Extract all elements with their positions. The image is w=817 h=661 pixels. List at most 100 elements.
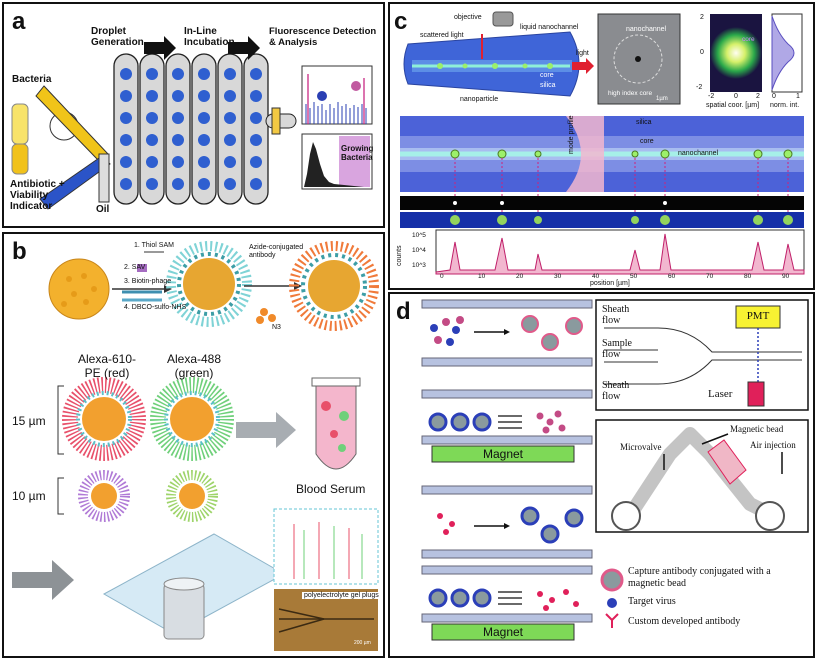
micrograph-inset [274,589,378,651]
nanoparticles-3d [437,63,553,69]
step3-bottom-plate [421,549,593,559]
high-index-core-label: high index core [608,90,653,97]
legend-antibody-label: Custom developed antibody [628,616,741,627]
int-tick-0: 0 [772,93,776,100]
step-droplet-generation: Droplet Generation [91,26,144,48]
panel-d-diagram [421,299,809,641]
trace-x-tick-0: 0 [440,273,444,280]
inset-bottom-histogram [304,142,364,187]
heatmap-spots [450,215,793,225]
detection-channel [265,113,297,129]
inset-top-droplet [317,91,327,101]
panel-label-d: d [396,298,411,325]
step1-complexes [521,315,583,351]
trace-x-tick-70: 70 [706,273,714,280]
label-antibiotic: Antibiotic + Viability Indicator [10,179,65,212]
antibody-bead [289,241,379,331]
mode-spot [710,27,762,79]
right-chamber [755,501,785,531]
arrow-1 [144,36,176,60]
growing-bacteria-region [339,136,370,187]
panel-c-diagram [400,11,805,275]
step4-captured [428,588,492,608]
antibody-icon [256,308,276,324]
label-bacteria: Bacteria [12,74,52,85]
dye-red-label: Alexa-610-PE (red) [77,352,137,380]
trace-y-1e3: 10^3 [412,262,426,269]
scattered-light-label: scattered light [420,32,464,39]
magnetic-bead-pointer [701,433,729,445]
laser-label: Laser [708,388,733,400]
droplets [120,68,262,190]
counts-label: counts [396,245,403,266]
panel-a-diagram [11,36,373,210]
trace-y-1e4: 10^4 [412,247,426,254]
inset-top-bars [305,102,367,124]
step-thiol: 1. Thiol SAM [134,242,174,249]
legend-virus-label: Target virus [628,596,676,607]
step1-bottom-plate [421,357,593,367]
counts-trace [435,233,805,275]
silica-label-3d: silica [540,82,556,89]
flow-label-sheath-top: Sheath flow [602,304,630,326]
size-15-label: 15 µm [12,414,46,428]
legend-capture-icon [600,568,624,592]
mode-x-tick-left: -2 [708,93,715,100]
device-base-top [163,577,205,591]
pmt-label: PMT [746,310,770,322]
legend-antibody-icon [605,613,619,628]
trace-x-tick-20: 20 [516,273,524,280]
micrograph-channels [278,608,374,633]
arrow-2 [228,36,260,60]
magnet-label-1: Magnet [482,447,524,461]
step2-bottom-plate [421,435,593,445]
flow-label-sample: Sample flow [602,338,632,360]
trace-y-1e5: 10^5 [412,232,426,239]
trace-x-ticks: 0 10 20 30 40 50 60 70 80 90 [436,273,804,281]
step-sav: 2. SAV [124,264,146,271]
panel-b: b [2,232,385,658]
core-label-3d: core [540,72,554,79]
arrow-to-device [12,560,74,600]
camera-strip [400,196,804,210]
mode-x-tick-mid: 0 [734,93,738,100]
heatmap-strip [400,212,804,228]
objective-label: objective [454,14,482,21]
step-arrow-1-head [164,285,172,293]
panel-d: d [388,292,815,658]
mode-y-tick-bot: -2 [696,84,703,91]
legend-capture-label: Capture antibody conjugated with a magne… [628,566,771,589]
panel-label-b: b [12,238,27,265]
mode-y-tick-top: 2 [700,14,704,21]
step4-bottom-plate [421,613,593,623]
high-index-core-circle [613,34,663,84]
nanochannel-dot [635,56,641,62]
step4-arrows [498,591,522,605]
magnet-1 [431,445,575,463]
bead-red-15 [62,377,146,461]
light-label: light [576,50,589,57]
azide-label: Azide-conjugated antibody [249,244,304,259]
mode-profile-shape [566,116,604,192]
bacteria-tube [11,103,29,145]
antibiotic-tube [11,143,29,175]
antibiotic-inlet [39,155,111,210]
label-growing-bacteria: Growing Bacteria [341,144,374,162]
step3-arrow-head [504,523,510,529]
int-tick-1: 1 [796,93,800,100]
step2-arrows [498,415,522,429]
magnet-label-2: Magnet [482,625,524,639]
intensity-curve [771,15,795,91]
trace-x-tick-90: 90 [782,273,790,280]
step2-released [536,410,566,434]
step4-top-plate [421,565,593,575]
laser-box [747,381,765,407]
arrow-to-serum [236,412,296,448]
step3-top-plate [421,485,593,495]
norm-int-label: norm. int. [770,102,800,109]
device-base [163,583,205,640]
step2-captured [428,412,492,432]
layer-silica-label: silica [636,119,652,126]
counts-plot [435,229,805,275]
size-10-label: 10 µm [12,489,46,503]
